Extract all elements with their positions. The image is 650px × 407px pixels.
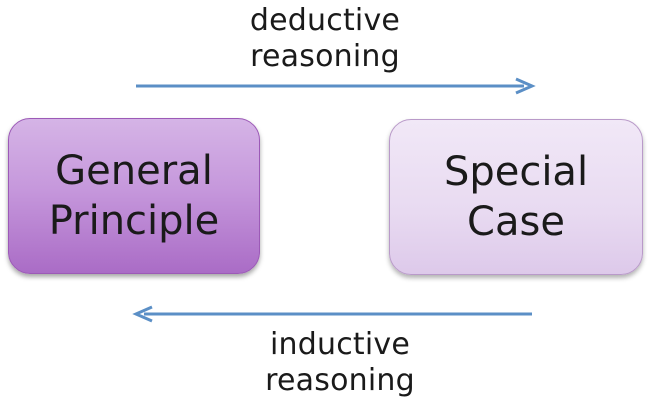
general-principle-box: General Principle <box>8 118 260 274</box>
reasoning-word-bottom: reasoning <box>265 363 415 398</box>
case-word: Case <box>467 199 565 245</box>
deductive-word: deductive <box>249 3 401 38</box>
general-word: General <box>55 148 213 194</box>
reasoning-word-top: reasoning <box>250 39 400 74</box>
deductive-arrow <box>136 77 536 95</box>
principle-word: Principle <box>48 198 220 244</box>
inductive-reasoning-label: inductive reasoning <box>215 327 465 399</box>
inductive-word: inductive <box>269 327 410 362</box>
inductive-arrow <box>132 305 532 323</box>
special-word: Special <box>443 149 589 195</box>
special-case-box: Special Case <box>389 119 643 275</box>
deductive-reasoning-label: deductive reasoning <box>200 3 450 75</box>
